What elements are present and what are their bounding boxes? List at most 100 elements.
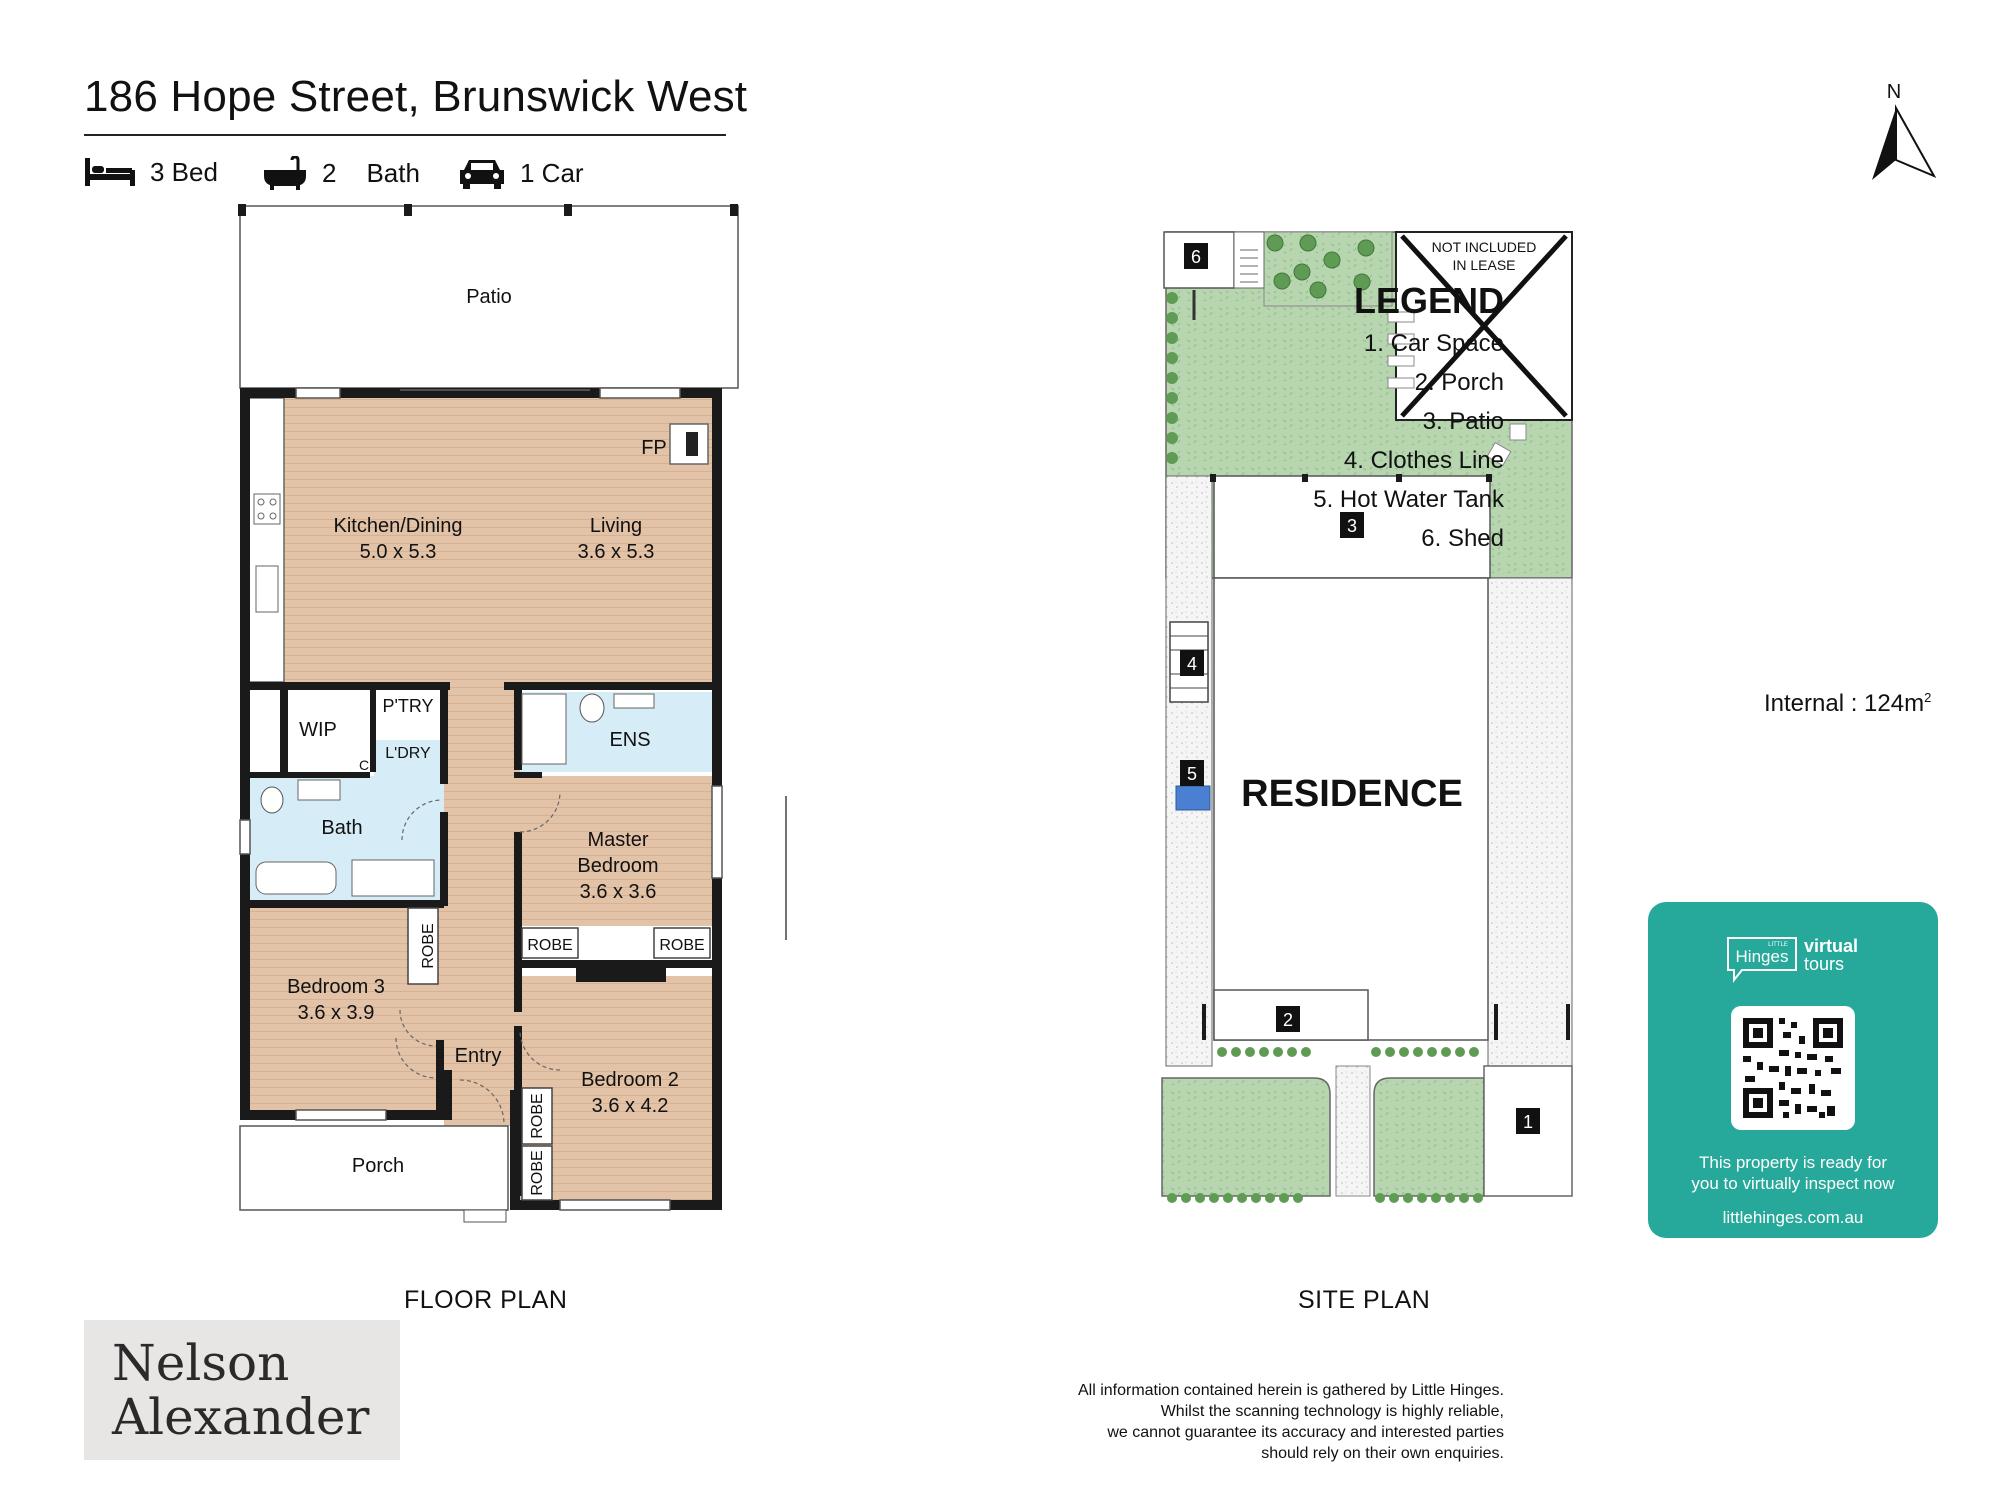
- internal-area-superscript: 2: [1924, 690, 1932, 705]
- robe-bed2-top-label: ROBE: [529, 1093, 546, 1138]
- marker-3: 3: [1347, 516, 1357, 536]
- agency-logo: Nelson Alexander: [84, 1320, 400, 1460]
- robe-master-left-label: ROBE: [527, 937, 572, 954]
- front-garden-right: [1373, 1077, 1485, 1197]
- north-arrow-icon: N: [1872, 81, 1937, 180]
- marker-2: 2: [1283, 1010, 1293, 1030]
- little-hinges-logo-mark: LITTLE Hinges virtual tours: [1727, 936, 1858, 983]
- bedroom3-label: Bedroom 3: [287, 976, 385, 998]
- logo-word-tours: tours: [1804, 954, 1844, 974]
- agency-logo-line1: Nelson: [112, 1334, 290, 1392]
- robe-master-right: [653, 927, 711, 959]
- laundry-floor: [374, 740, 440, 812]
- bathtub-icon: [264, 156, 306, 190]
- legend-item-5: 5. Hot Water Tank: [1313, 486, 1504, 513]
- residence-footprint: [1213, 577, 1489, 1041]
- floor-plan-caption: FLOOR PLAN: [404, 1286, 568, 1314]
- marker-4: 4: [1187, 654, 1197, 674]
- interior-walls: [250, 682, 712, 1196]
- floor-plan: Patio Kitchen/Dining 5.0 x 5.3 Living 3.…: [238, 204, 787, 1223]
- bedroom2-size: 3.6 x 4.2: [592, 1095, 669, 1117]
- svg-text:N: N: [1887, 81, 1901, 103]
- legend-item-4: 4. Clothes Line: [1343, 447, 1504, 474]
- disclaimer-line4: should rely on their own enquiries.: [1261, 1445, 1504, 1462]
- bedroom3-size: 3.6 x 3.9: [298, 1002, 375, 1024]
- side-path-right: [1487, 577, 1573, 1067]
- legend-item-2: 2. Porch: [1414, 369, 1504, 396]
- disclaimer-line2: Whilst the scanning technology is highly…: [1160, 1403, 1504, 1420]
- kitchen-dining-size: 5.0 x 5.3: [360, 541, 437, 563]
- internal-area-text: Internal : 124m: [1764, 690, 1925, 717]
- bath-room-label: Bath: [321, 817, 362, 839]
- marker-1: 1: [1523, 1112, 1533, 1132]
- bedroom2-label: Bedroom 2: [581, 1069, 679, 1091]
- door-swings: [395, 791, 561, 1125]
- shrubs: [1266, 234, 1375, 299]
- master-size: 3.6 x 3.6: [580, 881, 657, 903]
- virtual-tour-card[interactable]: LITTLE Hinges virtual tours This propert…: [1648, 902, 1938, 1238]
- bath-count: 2: [322, 157, 337, 188]
- master-label-line1: Master: [587, 829, 648, 851]
- fireplace: [669, 423, 709, 465]
- patio-label: Patio: [466, 286, 512, 308]
- robe-bed2-bottom-label: ROBE: [529, 1150, 546, 1195]
- residence-label: RESIDENCE: [1241, 773, 1463, 815]
- porch-label: Porch: [352, 1155, 404, 1177]
- title-underline: [84, 134, 726, 136]
- robe-bed2-top: [521, 1087, 553, 1145]
- agency-logo-line2: Alexander: [112, 1388, 370, 1446]
- internal-area: Internal : 124m2: [1764, 690, 1931, 718]
- kitchen-living-floor: [248, 396, 712, 686]
- site-plan: NOT INCLUDED IN LEASE RESIDENCE 6 3 4 5 …: [1161, 231, 1573, 1203]
- hall-entry-floor: [444, 686, 520, 1126]
- virtual-tour-link[interactable]: littlehinges.com.au: [1722, 1208, 1864, 1227]
- legend-item-1: 1. Car Space: [1363, 330, 1504, 357]
- kitchen-dining-label: Kitchen/Dining: [334, 515, 463, 537]
- kitchen-bench: [247, 397, 285, 683]
- site-markers: 6 3 4 5 2 1: [1180, 243, 1540, 1134]
- porch-area: [239, 1125, 509, 1211]
- bed-feature: 3 Bed: [84, 156, 218, 188]
- not-included-line2: IN LEASE: [1452, 257, 1515, 273]
- legend-item-6: 6. Shed: [1421, 525, 1504, 552]
- bath-label: Bath: [366, 157, 420, 188]
- little-hinges-logo: LITTLE Hinges virtual tours: [1724, 932, 1864, 993]
- master-bedroom-floor: [520, 776, 712, 926]
- pantry-label: P'TRY: [382, 696, 433, 716]
- qr-code[interactable]: [1731, 1006, 1855, 1130]
- robe-master-left: [521, 927, 579, 959]
- living-label: Living: [590, 515, 642, 537]
- logo-word-virtual: virtual: [1804, 936, 1858, 956]
- hedge-left: [1166, 292, 1178, 464]
- marker-6: 6: [1191, 247, 1201, 267]
- car-icon: [460, 160, 504, 189]
- site-plan-caption: SITE PLAN: [1298, 1286, 1431, 1314]
- property-address: 186 Hope Street, Brunswick West: [84, 72, 748, 121]
- hot-water-tank: [1175, 785, 1211, 811]
- bath-shower: [351, 859, 435, 897]
- ensuite-label: ENS: [609, 729, 650, 751]
- virtual-tour-message: This property is ready for you to virtua…: [1648, 1152, 1938, 1194]
- disclaimer: All information contained herein is gath…: [944, 1380, 1504, 1464]
- ensuite-toilet: [579, 693, 605, 723]
- robe-bed3: [407, 907, 439, 985]
- bed-icon: [85, 158, 135, 186]
- disclaimer-line3: we cannot guarantee its accuracy and int…: [1107, 1424, 1504, 1441]
- logo-small-text: LITTLE: [1768, 942, 1788, 948]
- master-label-line2: Bedroom: [577, 855, 658, 877]
- front-hedges: [1217, 1047, 1479, 1057]
- not-included-line1: NOT INCLUDED: [1432, 239, 1537, 255]
- legend-item-3: 3. Patio: [1422, 408, 1504, 435]
- logo-brand-text: Hinges: [1736, 947, 1789, 966]
- front-garden-left: [1161, 1077, 1331, 1197]
- car-feature: 1 Car: [458, 156, 584, 190]
- entry-label: Entry: [455, 1045, 502, 1067]
- bathtub: [255, 861, 337, 895]
- legend-title: LEGEND: [1353, 280, 1504, 321]
- marker-5: 5: [1187, 764, 1197, 784]
- ensuite-shower: [521, 693, 567, 765]
- virtual-tour-message-line2: you to virtually inspect now: [1691, 1174, 1895, 1193]
- bath-feature: 2 Bath: [262, 156, 420, 190]
- living-size: 3.6 x 5.3: [578, 541, 655, 563]
